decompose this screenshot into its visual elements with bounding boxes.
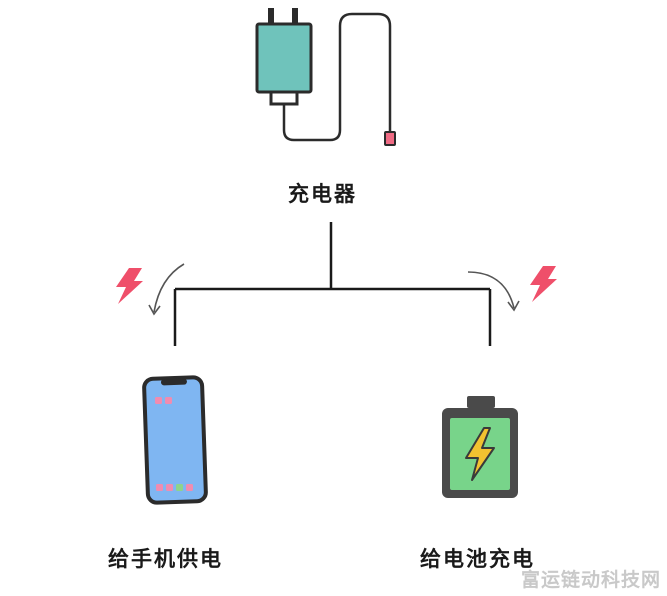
battery-label: 给电池充电 xyxy=(420,547,535,571)
battery-icon xyxy=(442,396,518,498)
curved-arrow-icon-right xyxy=(467,271,520,312)
charger-label: 充电器 xyxy=(288,182,357,206)
charger-icon xyxy=(255,8,396,146)
watermark: 富运链动科技网 xyxy=(520,569,661,591)
curved-arrow-icon-left xyxy=(148,263,185,316)
battery-bolt-icon xyxy=(465,427,495,481)
connector-lines xyxy=(173,222,492,346)
phone-icon xyxy=(142,375,208,505)
lightning-icon-right xyxy=(530,266,557,302)
phone-label: 给手机供电 xyxy=(108,547,223,571)
lightning-icon-left xyxy=(116,268,143,304)
